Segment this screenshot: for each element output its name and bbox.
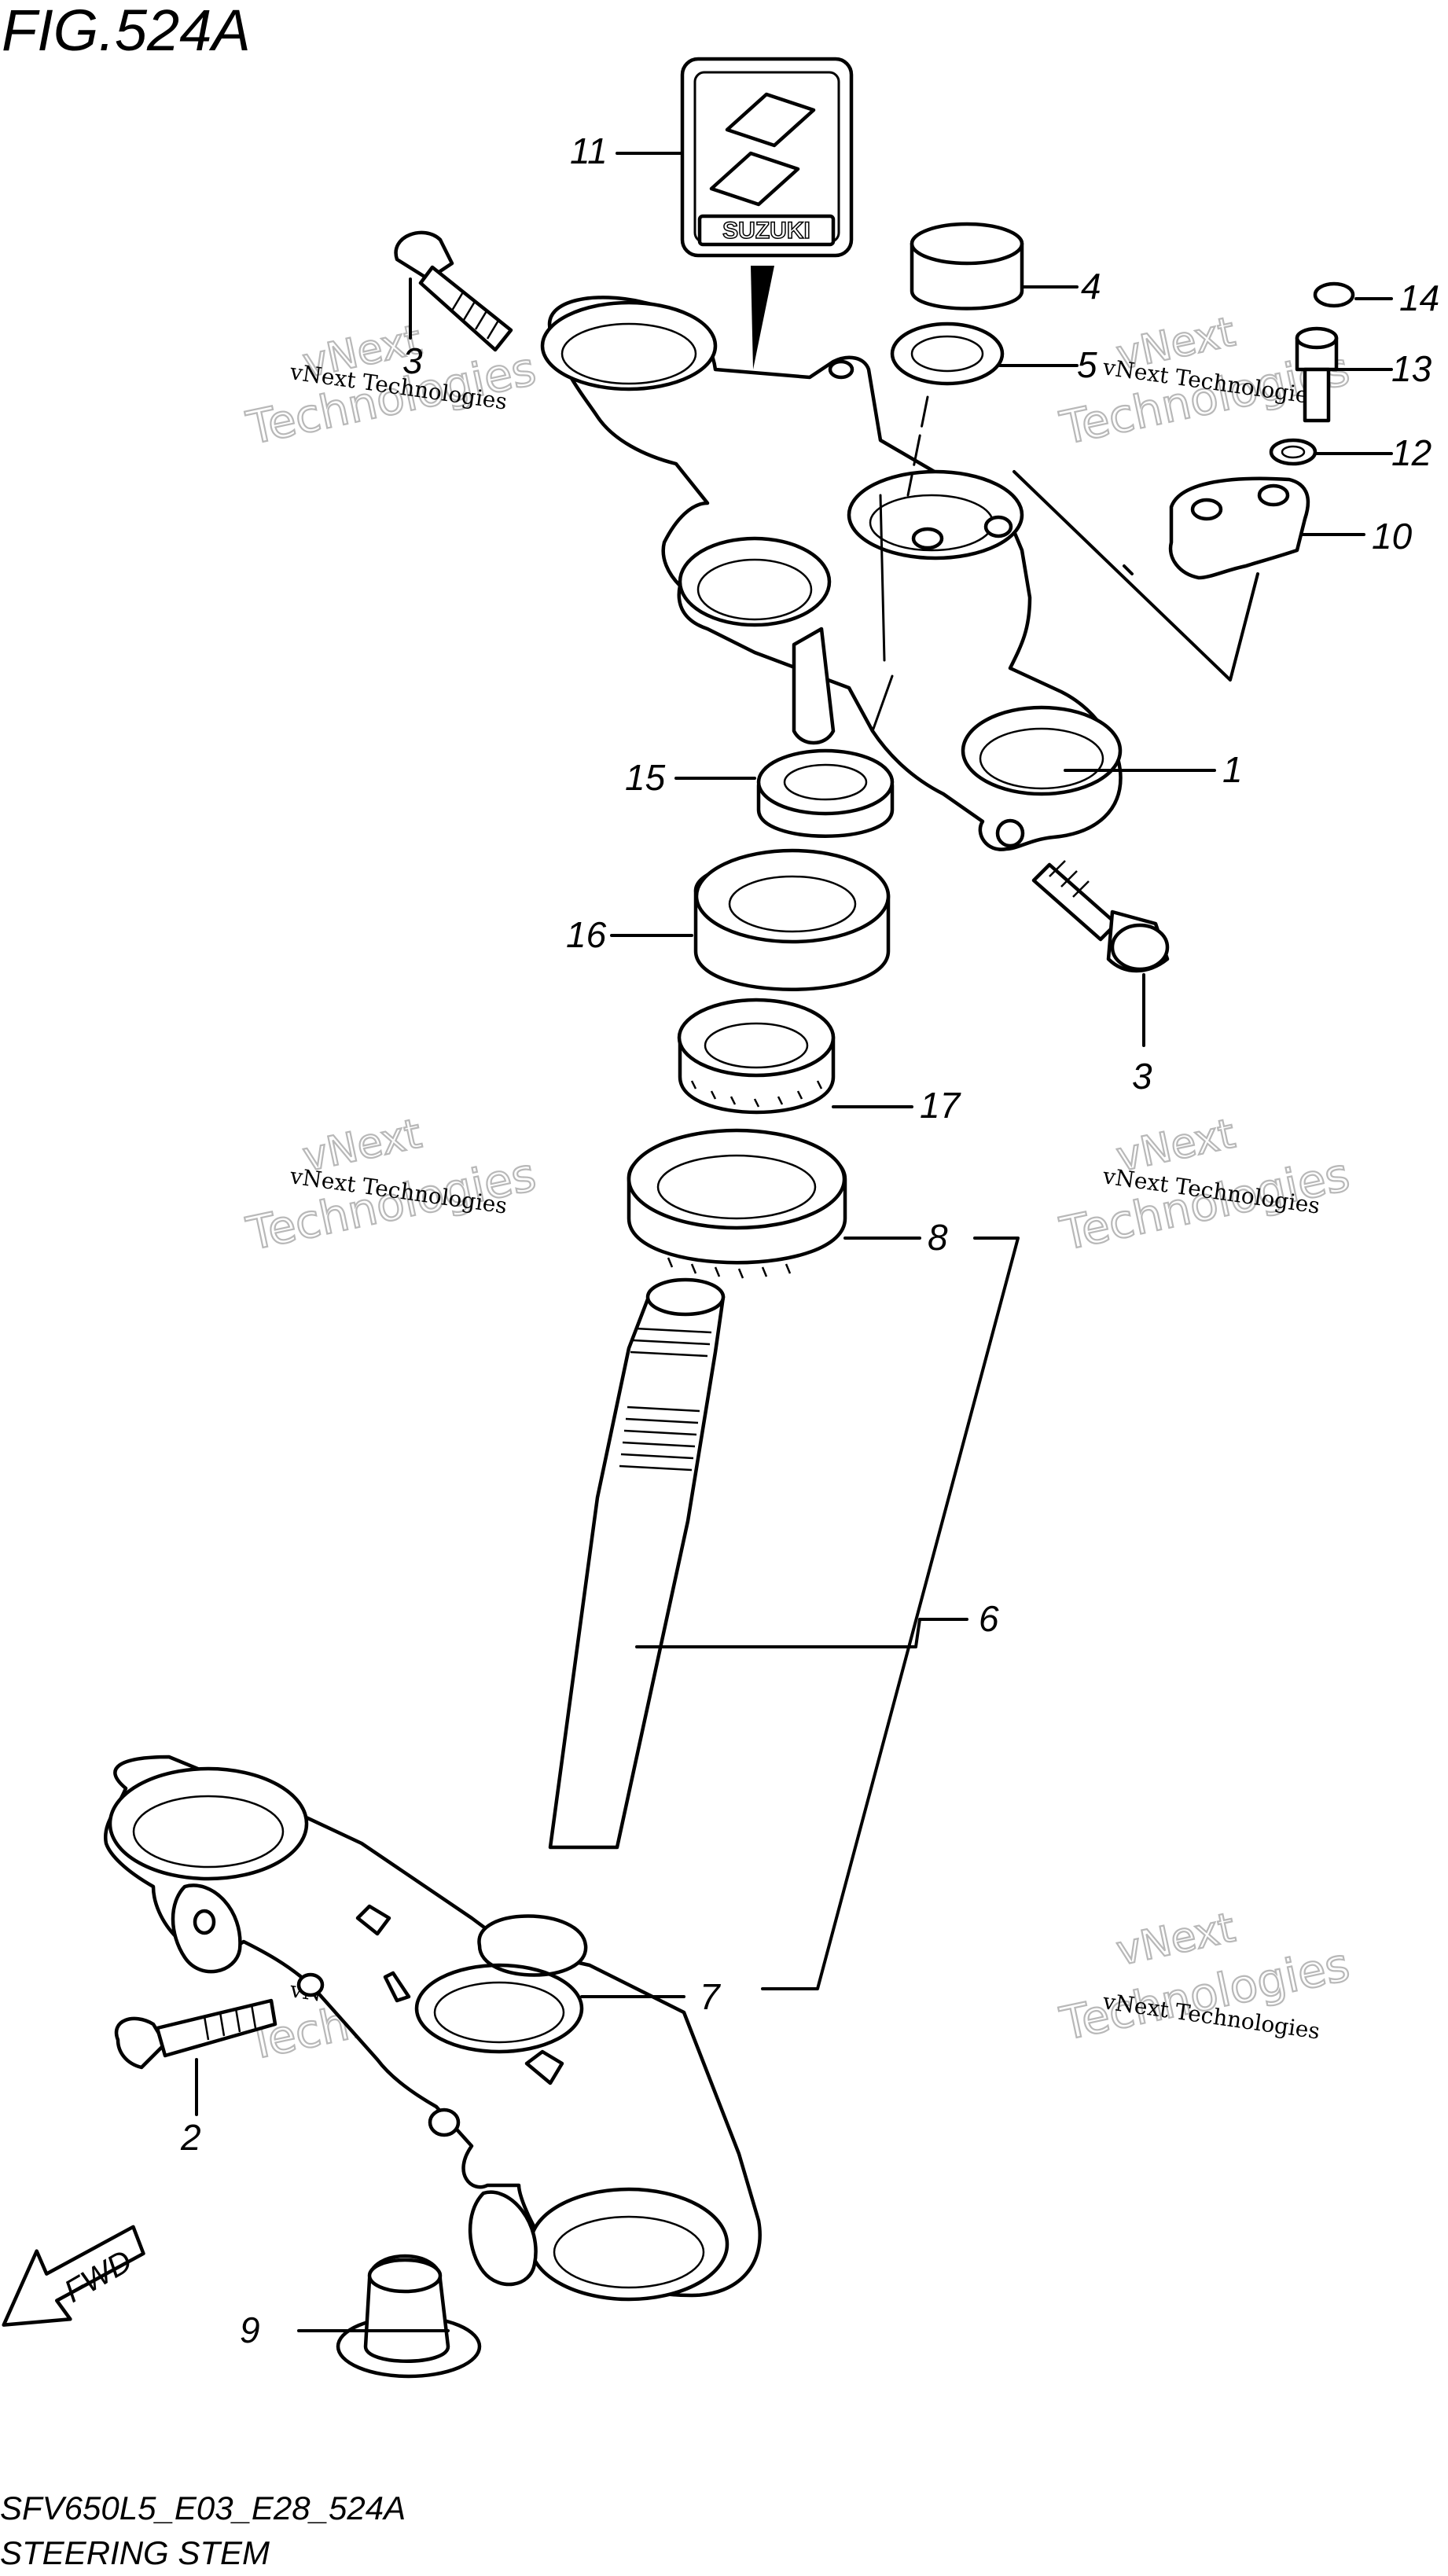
callout-leaders bbox=[195, 152, 1393, 2332]
bolt-lower-left bbox=[114, 1998, 277, 2070]
callout-14: 14 bbox=[1399, 277, 1439, 318]
callout-2: 2 bbox=[180, 2117, 201, 2158]
stem-cap bbox=[910, 222, 1024, 311]
steering-stem bbox=[103, 1277, 762, 2302]
diagram-name: STEERING STEM bbox=[0, 2534, 270, 2571]
watermark-mid-left: vNext Technologies vNext Technologies bbox=[241, 1109, 542, 1262]
callout-6: 6 bbox=[979, 1598, 999, 1639]
frame-cap bbox=[336, 2254, 482, 2379]
callout-4: 4 bbox=[1081, 266, 1101, 307]
figure-title: FIG.524A bbox=[2, 0, 251, 63]
watermark-mid-right: vNext Technologies vNext Technologies bbox=[1055, 1109, 1355, 1262]
bolt-lower-right bbox=[1031, 860, 1170, 973]
diagram-code: SFV650L5_E03_E28_524A bbox=[0, 2490, 406, 2526]
callout-7: 7 bbox=[700, 1976, 721, 2017]
lock-nut bbox=[756, 748, 895, 838]
callout-3b: 3 bbox=[1132, 1056, 1152, 1097]
callout-1: 1 bbox=[1222, 749, 1243, 790]
callout-17: 17 bbox=[920, 1085, 961, 1126]
callout-5: 5 bbox=[1077, 344, 1097, 385]
callout-11: 11 bbox=[570, 130, 608, 171]
callout-12: 12 bbox=[1391, 432, 1431, 473]
fwd-arrow: FWD bbox=[2, 2225, 145, 2327]
washer bbox=[890, 322, 1005, 497]
dust-seal bbox=[693, 848, 891, 991]
lower-bearing bbox=[627, 1128, 847, 1279]
callouts: 11 4 5 14 13 12 10 3 1 15 16 3 17 8 6 7 … bbox=[180, 130, 1439, 2350]
callout-3a: 3 bbox=[402, 340, 423, 381]
bolt-upper-left bbox=[394, 230, 513, 352]
stem-seal bbox=[414, 1963, 584, 2054]
callout-9: 9 bbox=[240, 2310, 260, 2350]
callout-15: 15 bbox=[625, 757, 666, 798]
callout-13: 13 bbox=[1391, 348, 1432, 389]
upper-bearing bbox=[677, 998, 836, 1115]
suzuki-emblem: SUZUKI bbox=[680, 57, 854, 369]
upper-bracket bbox=[540, 296, 1123, 851]
callout-8: 8 bbox=[928, 1217, 948, 1258]
callout-16: 16 bbox=[566, 914, 607, 955]
logo-text: SUZUKI bbox=[722, 218, 810, 244]
callout-10: 10 bbox=[1372, 516, 1413, 557]
watermark-bottom-right: vNext Technologies vNext Technologies bbox=[1055, 1903, 1355, 2052]
small-parts-right bbox=[1012, 281, 1355, 682]
